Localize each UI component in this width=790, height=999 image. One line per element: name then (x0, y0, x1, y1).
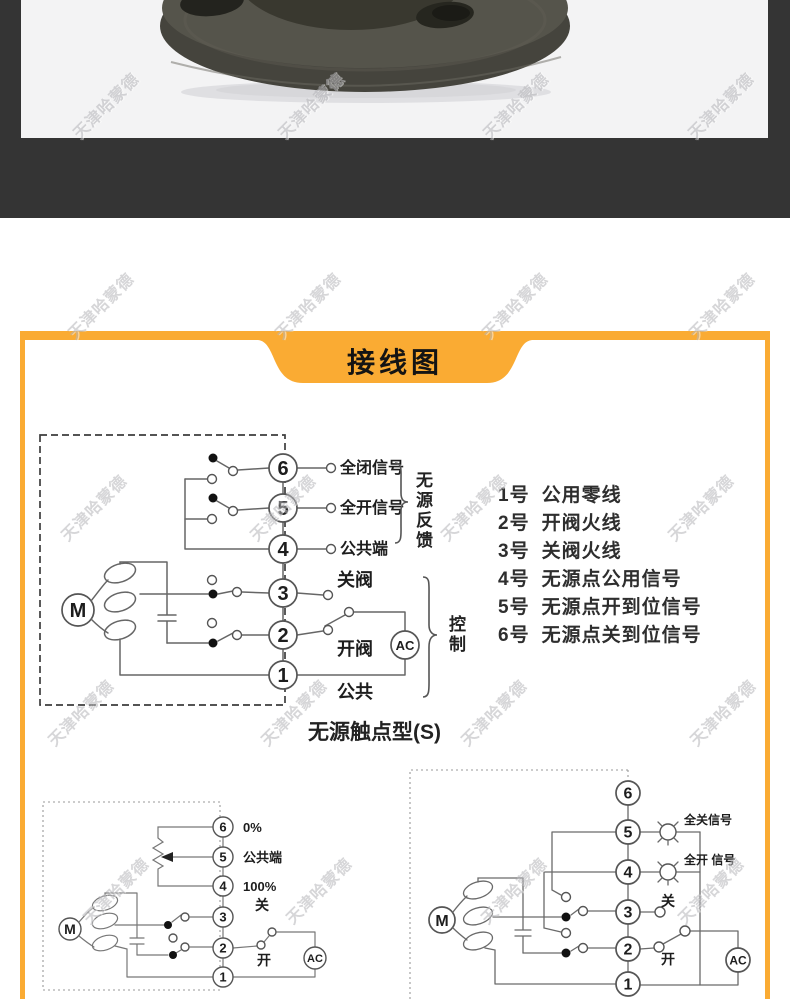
actuator-boundary-box (42, 801, 221, 991)
list-item: 4号无源点公用信号 (498, 569, 682, 590)
terminal-strip: 6 5 4 3 2 1 (268, 453, 298, 690)
motor-windings (90, 562, 137, 641)
product-photo (21, 0, 768, 138)
diagram-caption: 无源触点型(S) (308, 721, 441, 744)
bolt-hole (180, 0, 244, 17)
list-item: 1号公用零线 (498, 485, 622, 506)
svg-text:3: 3 (277, 583, 288, 605)
svg-text:M: M (435, 913, 448, 930)
label-full-open-signal: 全开 信号 (683, 852, 735, 867)
label-open-valve: 开阀 (337, 638, 373, 659)
svg-text:4: 4 (277, 539, 289, 561)
motor-switch-contacts (492, 831, 617, 958)
wiring-diagram-passive-contact: AC M (39, 434, 438, 706)
label-full-close-signal: 全闭信号 (339, 458, 404, 477)
label-passive-feedback: 无源反馈 (413, 471, 432, 551)
svg-text:3: 3 (624, 905, 633, 922)
label-full-close-signal: 全关信号 (683, 812, 732, 827)
svg-text:AC: AC (729, 954, 747, 968)
actuator-boundary-box (39, 434, 286, 706)
label-open: 开 (661, 951, 675, 967)
limit-switch-contacts (184, 453, 270, 550)
list-item: 2号开阀火线 (498, 513, 622, 534)
svg-text:1: 1 (219, 970, 226, 985)
svg-text:2: 2 (624, 942, 633, 959)
terminal-definition-list: 1号公用零线 2号开阀火线 3号关阀火线 4号无源点公用信号 5号无源点开到位信… (498, 482, 702, 650)
flange-photo-illustration (21, 0, 768, 138)
motor-symbol: M (58, 917, 82, 941)
page-title: 接线图 (346, 347, 443, 378)
motor-switch-contacts (114, 912, 214, 959)
actuator-boundary-box (409, 769, 629, 999)
wiring-diagram-potentiometer: M AC 6 5 4 3 2 1 (42, 801, 327, 991)
svg-text:5: 5 (219, 850, 226, 865)
label-zero-percent: 0% (243, 820, 262, 835)
label-close: 关 (661, 893, 675, 909)
feedback-brace (394, 462, 409, 544)
wiring-diagram-lamp-feedback: AC M 6 5 4 3 2 (409, 769, 751, 999)
label-close: 关 (255, 897, 269, 913)
label-common: 公共 (337, 682, 373, 702)
svg-text:5: 5 (277, 498, 288, 520)
motor-windings (452, 880, 494, 951)
ac-power-symbol: AC (390, 630, 420, 660)
label-hundred-percent: 100% (243, 879, 277, 894)
svg-text:4: 4 (624, 865, 633, 882)
svg-text:6: 6 (624, 786, 633, 803)
wiring-diagram-panel (20, 331, 770, 999)
svg-text:4: 4 (219, 879, 227, 894)
svg-text:2: 2 (277, 625, 288, 647)
list-item: 5号无源点开到位信号 (498, 597, 702, 618)
label-control: 控制 (446, 615, 465, 655)
svg-text:5: 5 (624, 825, 633, 842)
svg-text:6: 6 (277, 458, 288, 480)
terminal-strip: 6 5 4 3 2 1 (212, 816, 234, 988)
lamp-icon (639, 861, 701, 886)
common-wire (484, 947, 617, 985)
motor-symbol: M (428, 906, 456, 934)
motor-switch-contacts (139, 574, 270, 648)
label-common-terminal: 公共端 (243, 850, 282, 865)
banner-ribbon (25, 336, 765, 383)
control-brace (422, 576, 438, 698)
svg-text:AC: AC (307, 953, 323, 965)
svg-text:1: 1 (624, 977, 633, 994)
ac-power-symbol: AC (725, 947, 751, 973)
svg-text:M: M (70, 600, 87, 622)
motor-windings (78, 894, 119, 952)
lamp-icon (639, 821, 701, 846)
svg-text:6: 6 (219, 820, 226, 835)
svg-text:M: M (64, 921, 76, 937)
motor-symbol: M (61, 593, 95, 627)
svg-text:2: 2 (219, 941, 226, 956)
svg-text:1: 1 (277, 665, 288, 687)
label-open: 开 (257, 952, 271, 968)
label-full-open-signal: 全开信号 (339, 498, 404, 517)
common-wire (114, 945, 214, 978)
list-item: 6号无源点关到位信号 (498, 625, 702, 646)
common-wire (119, 638, 270, 676)
label-common-terminal: 公共端 (340, 539, 388, 558)
terminal-strip: 6 5 4 3 2 1 (615, 780, 641, 997)
svg-text:3: 3 (219, 910, 226, 925)
capacitor-symbol (104, 892, 145, 956)
ac-power-symbol: AC (303, 946, 327, 970)
list-item: 3号关阀火线 (498, 541, 622, 562)
svg-text:AC: AC (396, 638, 415, 653)
potentiometer-symbol (151, 826, 214, 887)
label-close-valve: 关阀 (337, 569, 373, 590)
capacitor-symbol (477, 877, 532, 954)
capacitor-symbol (119, 561, 177, 644)
